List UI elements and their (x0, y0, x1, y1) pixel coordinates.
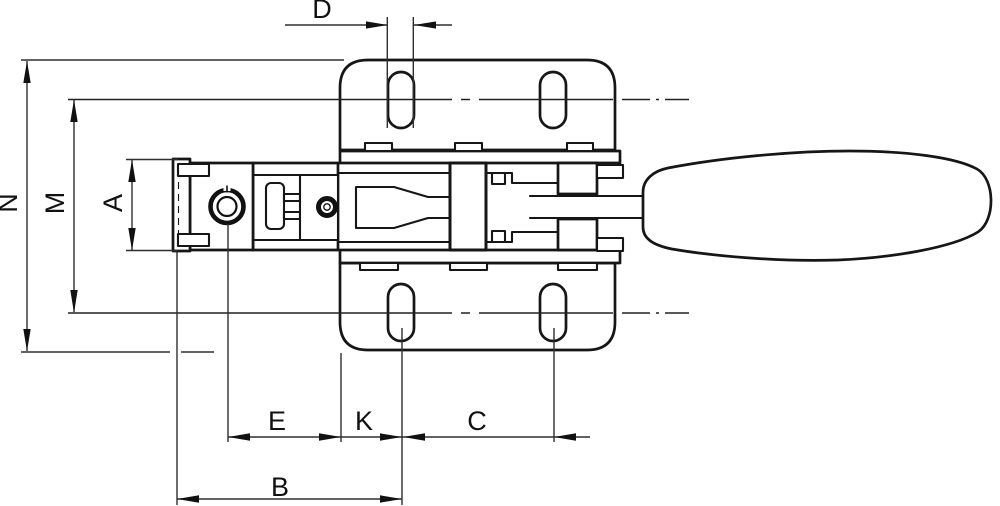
arrow-D-left (366, 21, 388, 29)
dim-label-C: C (467, 406, 487, 436)
linkage-pin-top (490, 171, 507, 186)
arrow-B-left (177, 495, 199, 503)
spindle-ring-inner (216, 195, 238, 218)
dim-label-E: E (268, 406, 286, 436)
side-plate-bottom (595, 236, 625, 253)
linkage-pin-bottom (490, 229, 507, 244)
arrow-C-right (554, 433, 576, 441)
tab-top-1 (363, 141, 394, 153)
arrow-N-bottom (23, 329, 31, 351)
arrow-A-top (128, 159, 136, 182)
arrow-B-right (380, 495, 402, 503)
pivot-boss-bottom (556, 217, 599, 252)
arrow-N-top (23, 61, 31, 83)
base-plate-top (338, 149, 622, 165)
dim-label-A: A (98, 194, 128, 212)
clamp-bar-end (171, 157, 192, 253)
arrow-M-top (70, 99, 78, 122)
spindle-ring-outer (208, 187, 246, 226)
bottom-mounting-flange (338, 261, 617, 352)
arrow-A-bottom (128, 228, 136, 251)
dim-label-B: B (271, 472, 289, 502)
dimension-annotations-group: D N M A E K C B (0, 0, 590, 505)
pivot-boss-top (556, 161, 599, 196)
clamp-parts-group (68, 58, 993, 352)
tab-bottom-3 (556, 261, 599, 272)
arrow-D-right (414, 21, 436, 29)
extension-lines (21, 17, 555, 505)
base-plate-bottom (338, 248, 622, 265)
pivot-block (448, 161, 488, 252)
side-plate-top (595, 163, 625, 180)
tab-top-3 (565, 141, 595, 153)
knob-link-bottom (282, 210, 302, 221)
tab-top-2 (453, 141, 484, 153)
tab-bottom-1 (358, 261, 400, 272)
arrow-K-right (380, 433, 402, 441)
clamp-bar-fork (336, 171, 452, 244)
bar-clip-top (176, 162, 211, 178)
top-mounting-flange (338, 58, 617, 152)
bar-clip-bottom (176, 232, 211, 248)
dim-label-K: K (355, 406, 373, 436)
dim-label-D: D (312, 0, 332, 24)
adjust-knob (264, 181, 286, 231)
arrow-E-right (319, 433, 341, 441)
washer-bore (323, 203, 331, 211)
knob-link-top (282, 192, 302, 203)
arrow-M-bottom (70, 290, 78, 313)
arrow-C-left (403, 433, 425, 441)
tab-bottom-2 (448, 261, 489, 272)
dim-label-N: N (0, 193, 23, 213)
arrow-E-left (228, 433, 250, 441)
dim-label-M: M (40, 192, 70, 215)
handle-grip (641, 149, 993, 262)
handle-shaft (528, 194, 662, 220)
washer-ring (316, 196, 338, 218)
